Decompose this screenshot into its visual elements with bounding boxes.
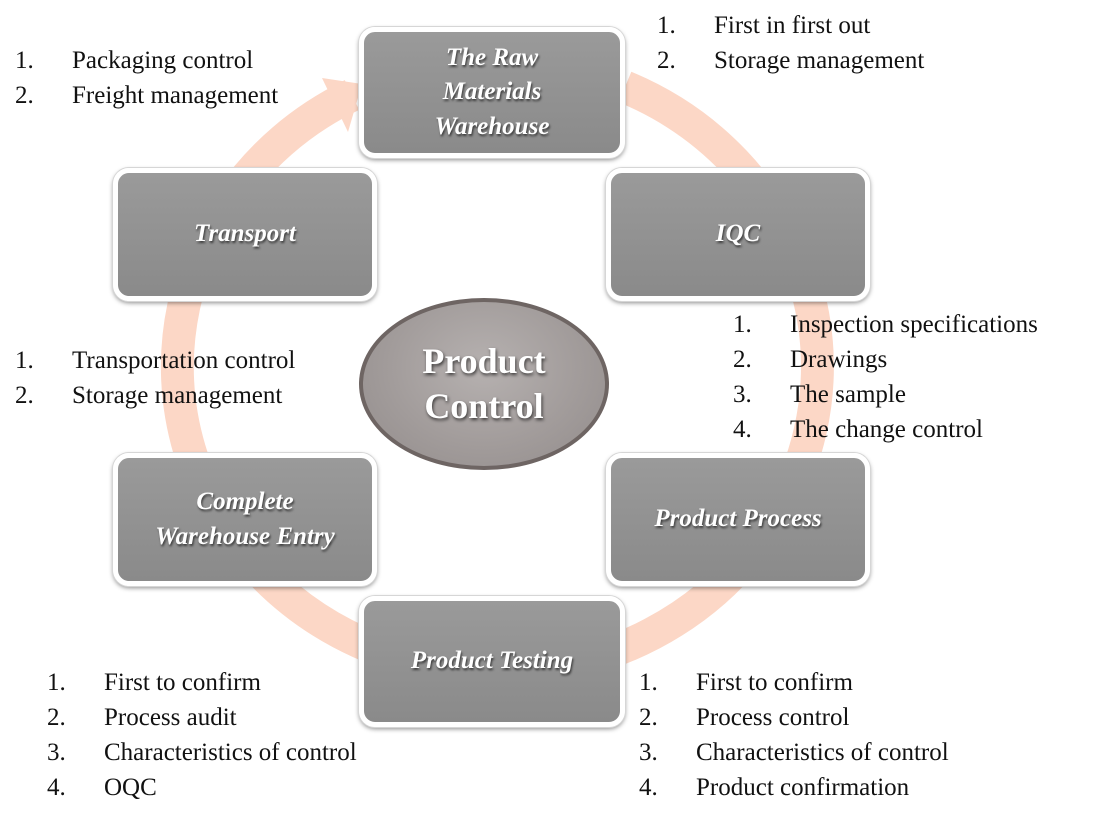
list-text: The sample — [790, 381, 906, 408]
center-title-line: Control — [424, 386, 544, 426]
node-label-line: Warehouse Entry — [155, 522, 335, 550]
list-text: Process control — [696, 704, 850, 731]
raw-materials-warehouse-node: The Raw Materials Warehouse — [359, 27, 625, 158]
list-text: Product confirmation — [696, 774, 910, 801]
iqc-notes: 1. Inspection specifications 2. Drawings 3… — [733, 307, 1038, 447]
list-text: Characteristics of control — [696, 739, 949, 766]
list-number: 1. — [47, 669, 66, 696]
list-item: 4. Product confirmation — [639, 770, 949, 805]
list-item: 1. First to confirm — [47, 665, 357, 700]
list-item: 3. Characteristics of control — [639, 735, 949, 770]
list-text: Storage management — [72, 382, 283, 409]
list-number: 4. — [47, 774, 66, 801]
node-label: IQC — [715, 220, 761, 248]
list-item: 1. Inspection specifications — [733, 307, 1038, 342]
list-number: 2. — [657, 47, 676, 74]
list-item: 2. Process audit — [47, 700, 357, 735]
list-item: 2. Storage management — [15, 378, 295, 413]
node-label-line: The Raw — [445, 43, 539, 71]
list-text: First to confirm — [104, 669, 261, 696]
list-number: 4. — [639, 774, 658, 801]
list-number: 3. — [639, 739, 658, 766]
list-number: 1. — [15, 47, 34, 74]
list-number: 2. — [639, 704, 658, 731]
node-label: Transport — [194, 220, 296, 248]
complete-warehouse-entry-node: Complete Warehouse Entry — [113, 453, 377, 586]
list-item: 3. Characteristics of control — [47, 735, 357, 770]
node-label: Product Testing — [410, 647, 574, 675]
list-item: 4. The change control — [733, 412, 1038, 447]
list-item: 3. The sample — [733, 377, 1038, 412]
list-number: 2. — [733, 346, 752, 373]
list-text: Storage management — [714, 47, 925, 74]
cycle-arrowhead — [322, 78, 362, 132]
node-label-line: Warehouse — [434, 112, 550, 140]
product-process-node: Product Process — [606, 453, 870, 586]
center-title-line: Product — [422, 341, 546, 381]
list-item: 4. OQC — [47, 770, 357, 805]
list-text: Process audit — [104, 704, 237, 731]
list-item: 1. Transportation control — [15, 343, 295, 378]
list-text: Characteristics of control — [104, 739, 357, 766]
iqc-node: IQC — [606, 168, 870, 301]
product-process-notes: 1. First to confirm 2. Process control 3. C… — [639, 665, 949, 805]
list-number: 1. — [15, 347, 34, 374]
list-number: 1. — [733, 311, 752, 338]
list-item: 2. Drawings — [733, 342, 1038, 377]
warehouse-entry-notes: 1. Transportation control 2. Storage manag… — [15, 343, 295, 413]
transport-node: Transport — [113, 168, 377, 301]
list-item: 2. Process control — [639, 700, 949, 735]
list-number: 4. — [733, 416, 752, 443]
list-text: Drawings — [790, 346, 888, 373]
list-item: 1. First to confirm — [639, 665, 949, 700]
list-number: 3. — [47, 739, 66, 766]
list-number: 1. — [657, 12, 676, 39]
list-text: The change control — [790, 416, 983, 443]
list-text: Transportation control — [72, 347, 296, 374]
list-number: 2. — [15, 382, 34, 409]
node-label: Product Process — [654, 505, 822, 533]
list-number: 2. — [47, 704, 66, 731]
list-text: Inspection specifications — [790, 311, 1038, 338]
list-text: Packaging control — [72, 47, 254, 74]
list-text: Freight management — [72, 82, 279, 109]
product-control-center: Product Control — [359, 298, 609, 470]
list-item: 1. Packaging control — [15, 43, 278, 78]
node-label-line: Complete — [196, 488, 294, 515]
list-text: First in first out — [714, 12, 871, 39]
list-number: 3. — [733, 381, 752, 408]
raw-materials-notes: 1. First in first out 2. Storage managemen… — [657, 8, 924, 78]
list-number: 2. — [15, 82, 34, 109]
list-number: 1. — [639, 669, 658, 696]
node-label-line: Materials — [442, 78, 542, 106]
product-testing-notes: 1. First to confirm 2. Process audit 3. Cha… — [47, 665, 357, 805]
transport-notes: 1. Packaging control 2. Freight management — [15, 43, 278, 113]
list-text: OQC — [104, 774, 157, 801]
list-item: 2. Freight management — [15, 78, 278, 113]
list-item: 1. First in first out — [657, 8, 924, 43]
list-text: First to confirm — [696, 669, 853, 696]
list-item: 2. Storage management — [657, 43, 924, 78]
product-testing-node: Product Testing — [359, 596, 625, 727]
